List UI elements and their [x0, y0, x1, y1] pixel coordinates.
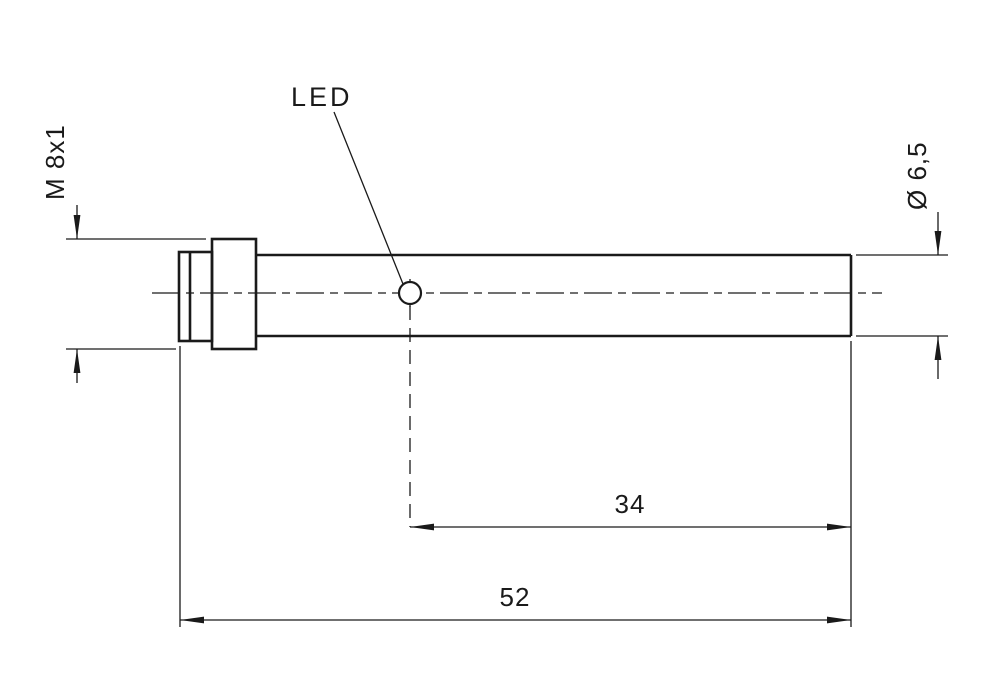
thread-dimension-label: M 8x1	[40, 124, 70, 200]
diameter-dimension: Ø 6,5	[856, 141, 948, 379]
rear-cap	[177, 250, 214, 343]
led-label: LED	[291, 82, 353, 112]
overall-length-dimension: 52	[179, 341, 852, 627]
sensor-body	[177, 237, 853, 351]
overall-length-arrow-right	[827, 616, 851, 624]
overall-length-arrow-left	[180, 616, 204, 624]
led-circle	[397, 280, 423, 306]
diameter-dim-arrow-top	[934, 231, 942, 255]
led-offset-dimension-label: 34	[615, 489, 646, 519]
overall-length-dimension-label: 52	[500, 582, 531, 612]
led-indicator: LED	[291, 82, 423, 307]
led-offset-dimension: 34	[409, 306, 851, 531]
thread-dim-arrow-top	[73, 215, 81, 239]
diameter-dim-arrow-bottom	[934, 336, 942, 360]
led-leader-line	[333, 111, 404, 285]
led-offset-arrow-right	[827, 523, 851, 531]
diameter-dimension-label: Ø 6,5	[902, 141, 932, 210]
thread-collar	[210, 237, 258, 351]
led-offset-arrow-left	[410, 523, 434, 531]
thread-dimension: M 8x1	[40, 124, 206, 383]
thread-dim-arrow-bottom	[73, 349, 81, 373]
